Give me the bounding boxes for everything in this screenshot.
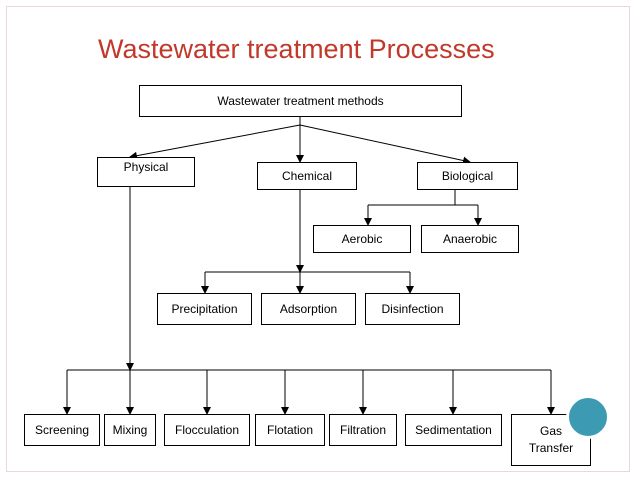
connector-root-biological: [299, 124, 471, 165]
node-biological: Biological: [417, 162, 518, 190]
connector-root-physical: [129, 124, 301, 160]
node-screening: Screening: [24, 414, 100, 446]
decorative-dot: [566, 395, 610, 439]
node-flocculation: Flocculation: [164, 414, 250, 446]
node-physical: Physical: [97, 157, 195, 187]
slide-title: Wastewater treatment Processes: [98, 34, 495, 64]
node-root: Wastewater treatment methods: [139, 85, 462, 117]
slide-frame: [6, 6, 630, 472]
node-sedimentation: Sedimentation: [405, 414, 502, 446]
node-flotation: Flotation: [255, 414, 325, 446]
node-anaerobic: Anaerobic: [421, 225, 519, 253]
node-aerobic: Aerobic: [313, 225, 411, 253]
node-mixing: Mixing: [104, 414, 156, 446]
node-adsorption: Adsorption: [261, 293, 356, 325]
node-precipitation: Precipitation: [157, 293, 252, 325]
node-chemical: Chemical: [257, 162, 357, 190]
node-disinfection: Disinfection: [365, 293, 460, 325]
node-filtration: Filtration: [329, 414, 397, 446]
